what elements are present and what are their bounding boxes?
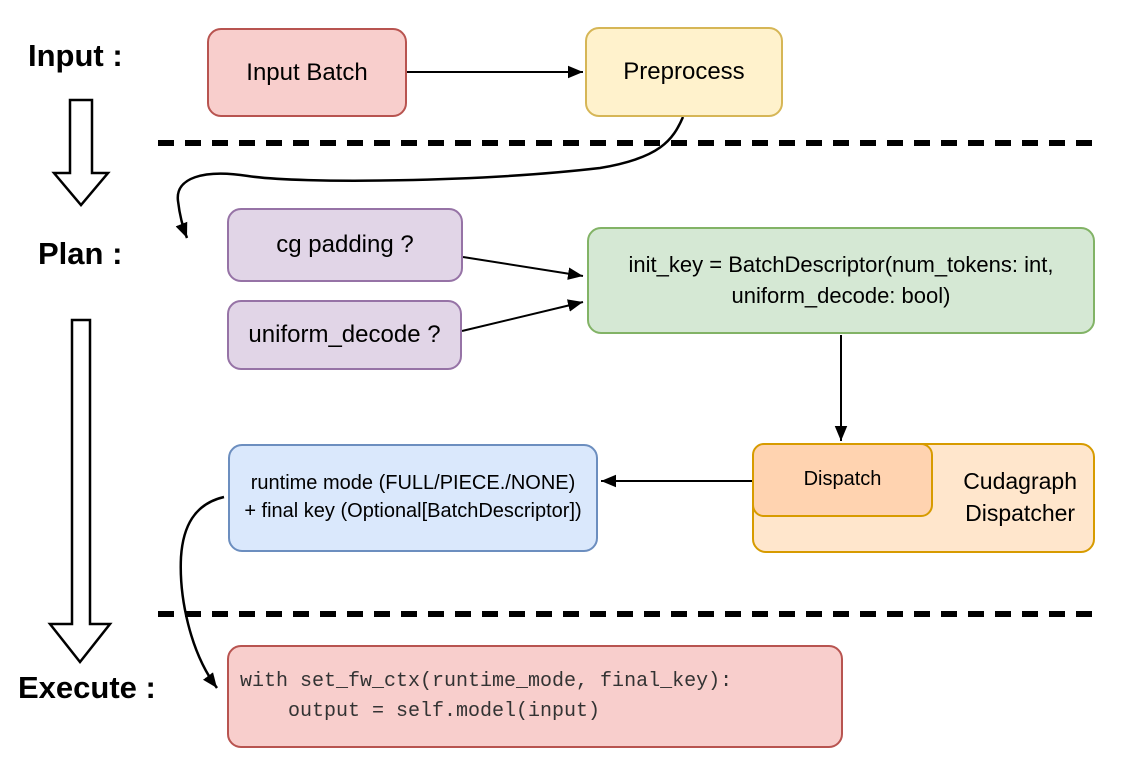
node-input-batch: Input Batch	[207, 28, 407, 117]
node-preprocess-label: Preprocess	[623, 58, 745, 86]
node-runtime-mode-line2: + final key (Optional[BatchDescriptor])	[244, 500, 582, 522]
node-execute-code-line2: output = self.model(input)	[240, 699, 601, 723]
node-cudagraph-dispatcher-line1: Cudagraph	[963, 468, 1077, 495]
node-init-key-line2: uniform_decode: bool)	[731, 282, 951, 308]
node-cg-padding-label: cg padding ?	[276, 231, 414, 259]
node-dispatch-label: Dispatch	[803, 468, 882, 491]
node-cudagraph-dispatcher-line2: Dispatcher	[965, 500, 1076, 526]
node-dispatch: Dispatch	[752, 443, 933, 517]
node-cudagraph-dispatcher-label: Cudagraph Dispatcher	[963, 466, 1077, 529]
node-execute-code-line1: with set_fw_ctx(runtime_mode, final_key)…	[240, 669, 733, 693]
stage-arrow-plan-to-execute-icon	[47, 318, 113, 665]
stage-label-plan: Plan :	[38, 236, 123, 271]
arrow-cg-padding-to-init-key	[462, 256, 584, 280]
node-execute-code: with set_fw_ctx(runtime_mode, final_key)…	[227, 645, 843, 748]
stage-label-input: Input :	[28, 38, 123, 73]
node-input-batch-label: Input Batch	[246, 58, 368, 86]
node-cg-padding: cg padding ?	[227, 208, 463, 282]
stage-label-execute: Execute :	[18, 670, 156, 705]
arrow-runtime-mode-to-execute-code	[179, 495, 225, 689]
arrow-uniform-decode-to-init-key	[461, 299, 584, 332]
node-runtime-mode: runtime mode (FULL/PIECE./NONE) + final …	[228, 444, 598, 552]
node-preprocess: Preprocess	[585, 27, 783, 117]
node-uniform-decode: uniform_decode ?	[227, 300, 462, 370]
node-uniform-decode-label: uniform_decode ?	[248, 321, 441, 349]
node-init-key: init_key = BatchDescriptor(num_tokens: i…	[587, 227, 1095, 334]
stage-arrow-input-to-plan-icon	[51, 98, 111, 207]
node-runtime-mode-line1: runtime mode (FULL/PIECE./NONE)	[250, 472, 576, 495]
node-init-key-line1: init_key = BatchDescriptor(num_tokens: i…	[628, 252, 1054, 278]
